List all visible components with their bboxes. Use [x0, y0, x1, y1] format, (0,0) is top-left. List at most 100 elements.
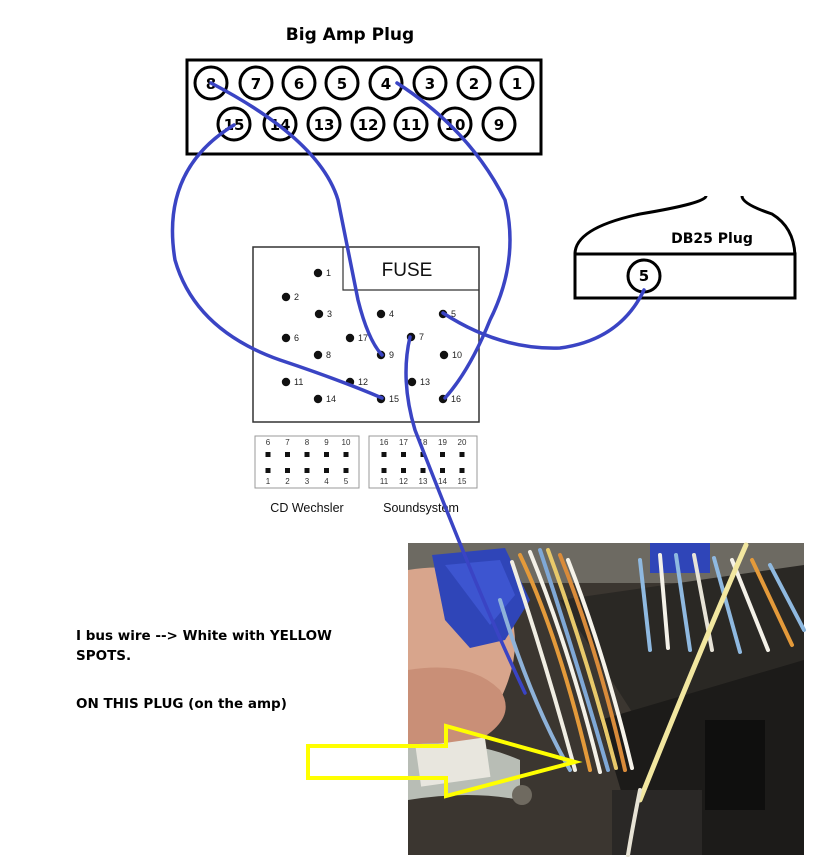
svg-text:10: 10 [445, 116, 466, 134]
svg-text:4: 4 [389, 309, 394, 319]
amp-pin-5: 5 [324, 65, 360, 101]
svg-text:14: 14 [438, 477, 447, 486]
svg-text:14: 14 [326, 394, 336, 404]
svg-text:2: 2 [469, 75, 479, 93]
amp-pin-13: 13 [306, 106, 342, 142]
svg-text:19: 19 [438, 438, 447, 447]
svg-text:13: 13 [419, 477, 428, 486]
svg-text:4: 4 [381, 75, 391, 93]
svg-text:7: 7 [251, 75, 261, 93]
fuse-pin-10: 10 [439, 350, 462, 360]
svg-text:3: 3 [327, 309, 332, 319]
svg-text:7: 7 [285, 438, 290, 447]
wire-fuse5-to-db25-5 [441, 288, 646, 350]
wire-fuse7-to-photo [404, 335, 527, 695]
svg-text:1: 1 [326, 268, 331, 278]
fuse-pin-14: 14 [313, 394, 336, 404]
cd-wechsler-pin-8: 8 [304, 438, 310, 457]
cd-wechsler-pin-1: 1 [265, 468, 271, 486]
plug-location-note: ON THIS PLUG (on the amp) [76, 696, 287, 712]
svg-text:1: 1 [512, 75, 522, 93]
wire-amp15-to-fuse15 [170, 123, 384, 400]
cd-wechsler-pin-2: 2 [285, 468, 290, 486]
svg-text:13: 13 [314, 116, 335, 134]
svg-text:2: 2 [285, 477, 290, 486]
amp-pin-7: 7 [238, 65, 274, 101]
svg-text:9: 9 [494, 116, 504, 134]
svg-text:1: 1 [266, 477, 271, 486]
cd-wechsler-pin-4: 4 [324, 468, 329, 486]
amp-pin-3: 3 [412, 65, 448, 101]
svg-text:15: 15 [389, 394, 399, 404]
amp-pin-11: 11 [393, 106, 429, 142]
wire-amp8-to-fuse9 [209, 81, 384, 357]
wire-amp4-to-fuse16 [395, 81, 512, 400]
svg-text:15: 15 [458, 477, 467, 486]
cd-wechsler-pin-6: 6 [265, 438, 271, 457]
fuse-pin-13: 13 [407, 377, 430, 387]
soundsystem-pin-17: 17 [399, 438, 408, 457]
amp-pin-1: 1 [499, 65, 535, 101]
svg-text:10: 10 [452, 350, 462, 360]
svg-text:3: 3 [425, 75, 435, 93]
cd-wechsler-pin-5: 5 [343, 468, 349, 486]
soundsystem-pin-15: 15 [458, 468, 467, 486]
svg-text:10: 10 [342, 438, 351, 447]
wire-overlays [170, 81, 646, 695]
svg-text:7: 7 [419, 332, 424, 342]
fuse-pin-6: 6 [281, 333, 299, 343]
svg-text:17: 17 [358, 333, 368, 343]
svg-text:16: 16 [380, 438, 389, 447]
cd-wechsler-pin-7: 7 [285, 438, 290, 457]
fuse-pin-8: 8 [313, 350, 331, 360]
svg-text:16: 16 [451, 394, 461, 404]
yellow-arrow [306, 723, 583, 799]
fuse-box-outline [342, 247, 479, 291]
svg-text:20: 20 [458, 438, 467, 447]
fuse-pin-11: 11 [281, 377, 303, 387]
svg-text:3: 3 [305, 477, 310, 486]
cd-wechsler-pin-10: 10 [342, 438, 351, 457]
svg-text:12: 12 [358, 377, 368, 387]
cd-wechsler-label: CD Wechsler [270, 501, 343, 515]
svg-text:5: 5 [344, 477, 349, 486]
amp-pin-2: 2 [456, 65, 492, 101]
svg-text:11: 11 [294, 377, 303, 387]
fuse-pin-3: 3 [314, 309, 332, 319]
amp-pin-10: 10 [437, 106, 473, 142]
soundsystem-pin-11: 11 [380, 468, 389, 486]
svg-text:5: 5 [451, 309, 456, 319]
soundsystem-connector [368, 435, 478, 489]
amp-pin-12: 12 [350, 106, 386, 142]
soundsystem-pin-20: 20 [458, 438, 467, 457]
ibus-wire-note: I bus wire --> White with YELLOW SPOTS. [76, 628, 332, 664]
svg-text:6: 6 [294, 333, 299, 343]
svg-text:12: 12 [399, 477, 408, 486]
svg-text:18: 18 [419, 438, 428, 447]
svg-text:9: 9 [389, 350, 394, 360]
amp-pin-9: 9 [481, 106, 517, 142]
svg-text:9: 9 [324, 438, 329, 447]
svg-text:8: 8 [305, 438, 310, 447]
amp-pin-4: 4 [368, 65, 404, 101]
fuse-pin-1: 1 [313, 268, 331, 278]
fuse-pin-17: 17 [345, 333, 368, 343]
soundsystem-label: Soundsystem [383, 501, 459, 515]
svg-text:13: 13 [420, 377, 430, 387]
svg-text:11: 11 [401, 116, 422, 134]
cd-wechsler-connector [254, 435, 360, 489]
soundsystem-pin-12: 12 [399, 468, 408, 486]
svg-text:11: 11 [380, 477, 389, 486]
db25-pin-label: 5 [639, 267, 649, 285]
soundsystem-pin-14: 14 [438, 468, 447, 486]
soundsystem-pin-19: 19 [438, 438, 447, 457]
cd-wechsler-pin-9: 9 [324, 438, 329, 457]
svg-text:6: 6 [294, 75, 304, 93]
svg-text:12: 12 [358, 116, 379, 134]
soundsystem-pin-16: 16 [380, 438, 389, 457]
db25-plug-body [573, 252, 797, 300]
db25-plug-title: DB25 Plug [671, 231, 753, 247]
